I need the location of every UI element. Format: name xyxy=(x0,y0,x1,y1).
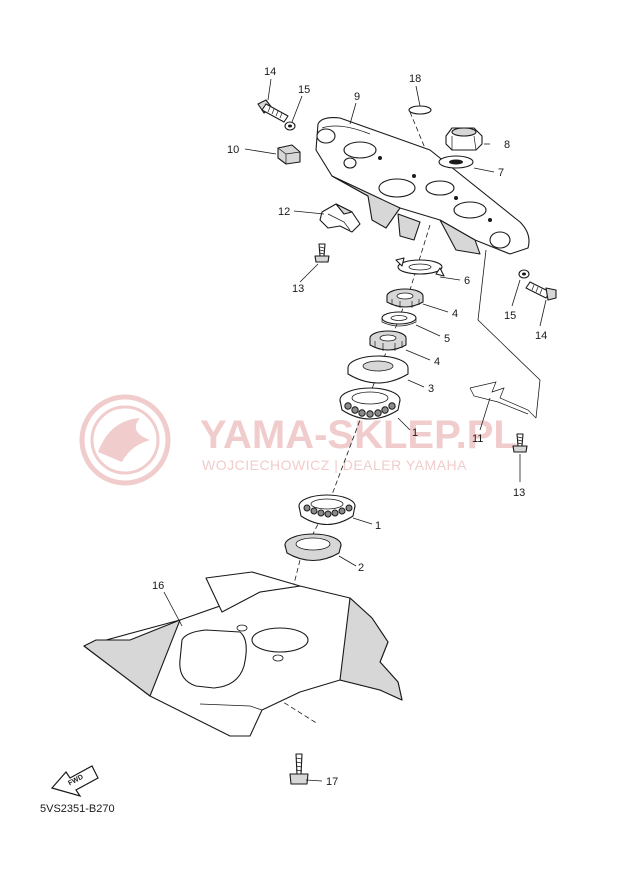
screw-left xyxy=(314,243,330,263)
callout-labels: 14 15 9 18 10 8 7 12 13 6 4 5 4 3 1 11 1… xyxy=(152,66,547,788)
washer-left xyxy=(284,121,296,131)
callout-17: 17 xyxy=(326,776,338,788)
rubber-damper xyxy=(277,144,301,165)
callout-4-upper: 4 xyxy=(452,308,458,320)
bearing-upper xyxy=(339,387,401,420)
under-bracket-bolt xyxy=(289,753,309,785)
washer-right xyxy=(518,269,530,279)
callout-10: 10 xyxy=(227,144,239,156)
watermark-logo xyxy=(79,394,171,486)
oil-seal xyxy=(284,533,342,562)
label-axis-line xyxy=(409,111,433,166)
callout-1-lower: 1 xyxy=(375,520,381,532)
upper-bracket xyxy=(315,117,530,255)
callout-8: 8 xyxy=(504,139,510,151)
under-bracket xyxy=(83,571,403,737)
callout-5: 5 xyxy=(444,333,450,345)
callout-11: 11 xyxy=(472,433,483,445)
label-plate xyxy=(408,105,432,115)
callout-7: 7 xyxy=(498,167,504,179)
callout-13-right: 13 xyxy=(513,487,525,499)
watermark-brand: YAMA-SKLEP.PL xyxy=(200,413,518,457)
callout-12: 12 xyxy=(278,206,290,218)
pinch-bolt-left xyxy=(257,99,289,123)
lock-washer xyxy=(395,257,445,277)
callout-14-left: 14 xyxy=(264,66,276,78)
fwd-arrow-icon: FWD xyxy=(50,765,99,798)
callout-3: 3 xyxy=(428,383,434,395)
cable-guide xyxy=(469,249,541,419)
lock-bracket xyxy=(319,203,361,233)
watermark: YAMA-SKLEP.PL WOJCIECHOWICZ | DEALER YAM… xyxy=(79,394,518,486)
callout-15-right: 15 xyxy=(504,310,516,322)
dust-cover xyxy=(347,355,409,384)
ring-nut-upper xyxy=(386,288,424,308)
screw-right xyxy=(512,433,528,453)
stem-nut xyxy=(445,127,483,151)
callout-9: 9 xyxy=(354,91,360,103)
callout-1-upper: 1 xyxy=(412,427,418,439)
bearing-lower xyxy=(298,494,356,526)
figure-code: 5VS2351-B270 xyxy=(40,803,115,815)
ring-nut-lower xyxy=(369,330,407,351)
callout-14-right: 14 xyxy=(535,330,547,342)
callout-6: 6 xyxy=(464,275,470,287)
rubber-washer xyxy=(381,311,417,327)
callout-16: 16 xyxy=(152,580,164,592)
assembly-axis-line xyxy=(274,224,431,661)
leader-lines xyxy=(163,78,547,782)
watermark-tagline: WOJCIECHOWICZ | DEALER YAMAHA xyxy=(202,457,467,473)
callout-18: 18 xyxy=(409,73,421,85)
pinch-bolt-right xyxy=(525,281,557,301)
callout-2: 2 xyxy=(358,562,364,574)
callout-13-left: 13 xyxy=(292,283,304,295)
stem-washer xyxy=(438,155,474,169)
callout-15-left: 15 xyxy=(298,84,310,96)
callout-4-lower: 4 xyxy=(434,356,440,368)
